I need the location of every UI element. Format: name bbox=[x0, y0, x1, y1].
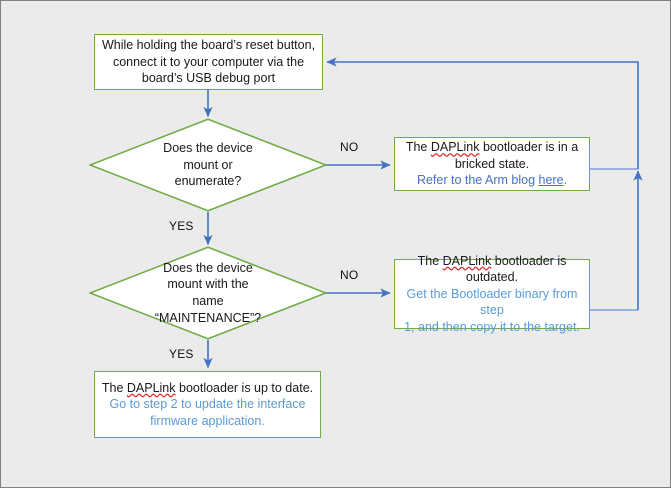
node-outdated-accent-line2: 1, and then copy it to the target. bbox=[404, 319, 580, 334]
node-start-line2: connect it to your computer via the bbox=[112, 54, 305, 69]
node-outdated-line1: The DAPLink bootloader is bbox=[395, 253, 589, 270]
node-bricked-prefix: The bbox=[405, 140, 431, 155]
node-bricked-link-prefix: Refer to the Arm blog bbox=[416, 173, 539, 188]
node-bricked[interactable]: The DAPLink bootloader is in a bricked s… bbox=[394, 137, 590, 191]
node-outdated-misspelled: DAPLink bbox=[442, 253, 492, 268]
node-start[interactable]: While holding the board’s reset button, … bbox=[94, 34, 323, 90]
node-bricked-mid: bootloader is in a bbox=[479, 140, 579, 155]
node-outdated-line2: outdated. bbox=[465, 270, 519, 285]
node-uptodate-text: The DAPLink bootloader is up to date. Go… bbox=[95, 380, 320, 430]
node-bricked-line2: bricked state. bbox=[454, 156, 530, 171]
node-uptodate-accent-line1: Go to step 2 to update the interface bbox=[109, 397, 306, 412]
node-uptodate[interactable]: The DAPLink bootloader is up to date. Go… bbox=[94, 371, 321, 438]
node-uptodate-misspelled: DAPLink bbox=[126, 380, 176, 395]
node-outdated[interactable]: The DAPLink bootloader is outdated. Get … bbox=[394, 254, 590, 334]
node-uptodate-accent-line2: firmware application. bbox=[150, 413, 265, 428]
node-outdated-accent-line1: Get the Bootloader binary from step bbox=[406, 286, 578, 318]
edge-label-decision1-yes: YES bbox=[169, 219, 194, 233]
edge-label-decision1-no: NO bbox=[340, 140, 359, 154]
edge-label-decision2-no: NO bbox=[340, 268, 359, 282]
connector-right-rail-upper bbox=[326, 57, 639, 169]
node-decision1-shape[interactable] bbox=[89, 118, 327, 212]
node-start-line3: board’s USB debug port bbox=[141, 71, 276, 86]
node-start-line1: While holding the board’s reset button, bbox=[101, 38, 316, 53]
node-outdated-mid: bootloader is bbox=[491, 253, 567, 268]
node-bricked-line3: Refer to the Arm blog here. bbox=[395, 172, 589, 189]
node-outdated-text: The DAPLink bootloader is outdated. Get … bbox=[395, 253, 589, 336]
node-start-text: While holding the board’s reset button, … bbox=[95, 37, 322, 87]
node-bricked-text: The DAPLink bootloader is in a bricked s… bbox=[395, 139, 589, 189]
node-decision2-shape[interactable] bbox=[89, 246, 327, 340]
edge-label-decision2-yes: YES bbox=[169, 347, 194, 361]
node-uptodate-line1: The DAPLink bootloader is up to date. bbox=[95, 380, 320, 397]
arm-blog-link[interactable]: here bbox=[538, 173, 564, 188]
node-bricked-line1: The DAPLink bootloader is in a bbox=[395, 139, 589, 156]
node-uptodate-prefix: The bbox=[101, 380, 127, 395]
node-outdated-prefix: The bbox=[417, 253, 443, 268]
node-bricked-misspelled: DAPLink bbox=[430, 140, 480, 155]
node-uptodate-mid: bootloader is up to date. bbox=[175, 380, 314, 395]
node-bricked-link-suffix: . bbox=[563, 173, 568, 188]
